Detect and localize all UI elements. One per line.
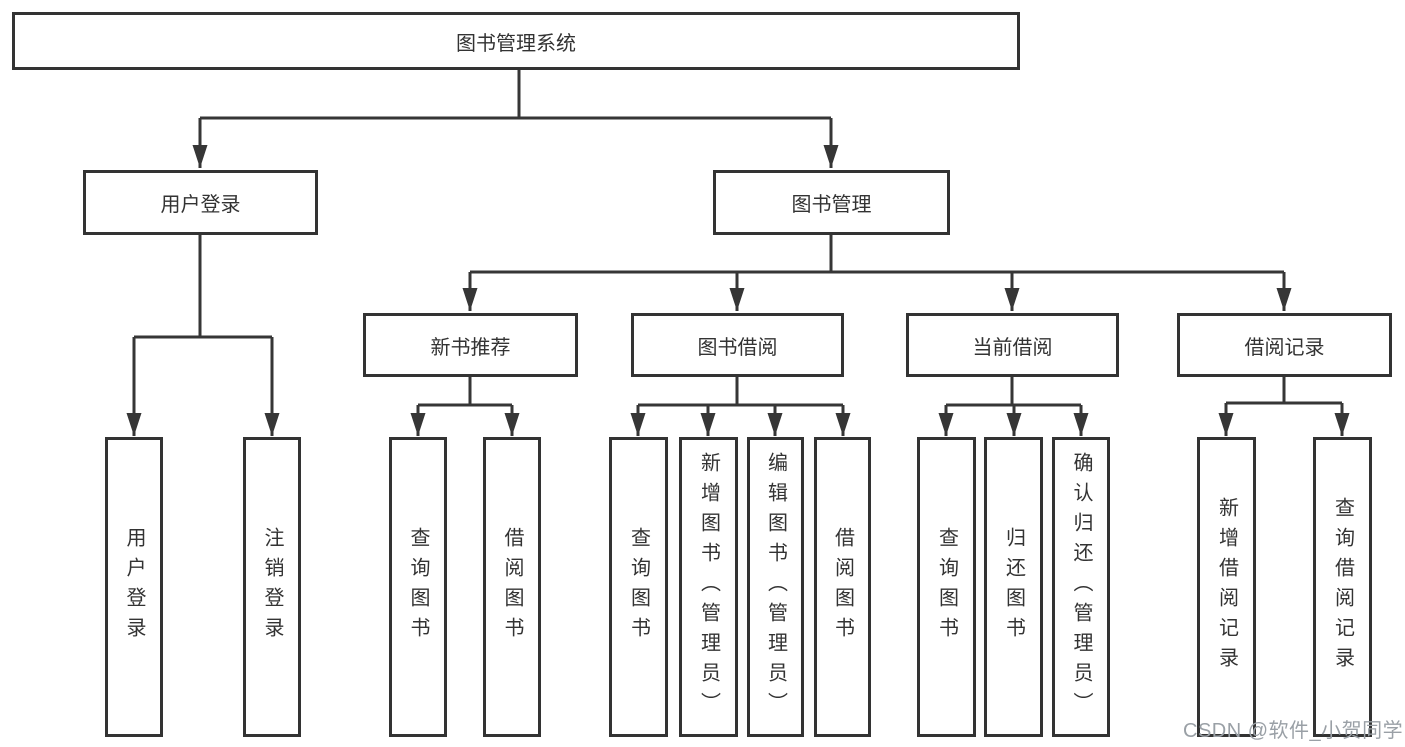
node-label: 新增借阅记录 — [1215, 497, 1238, 677]
node-book-borrow: 图书借阅 — [631, 313, 844, 377]
node-label: 注销登录 — [261, 527, 283, 647]
node-label: 当前借阅 — [972, 336, 1053, 359]
node-label: 查询图书 — [407, 527, 429, 647]
node-label: 归还图书 — [1002, 527, 1025, 647]
node-root-library-system: 图书管理系统 — [12, 12, 1020, 70]
leaf-logout: 注销登录 — [243, 437, 301, 737]
leaf-user-login: 用户登录 — [105, 437, 163, 737]
leaf-edit-books-admin: 编辑图书（管理员） — [747, 437, 804, 737]
node-label: 用户登录 — [123, 527, 145, 647]
leaf-add-books-admin: 新增图书（管理员） — [679, 437, 738, 737]
leaf-borrow-books-recommend: 借阅图书 — [483, 437, 541, 737]
leaf-confirm-return-admin: 确认归还（管理员） — [1052, 437, 1110, 737]
node-label: 新书推荐 — [430, 336, 511, 359]
node-label: 借阅图书 — [501, 527, 523, 647]
leaf-query-books-current: 查询图书 — [917, 437, 976, 737]
node-label: 图书管理系统 — [456, 32, 576, 55]
node-label: 用户登录 — [160, 194, 241, 216]
leaf-add-borrow-record: 新增借阅记录 — [1197, 437, 1256, 737]
node-current-borrow: 当前借阅 — [906, 313, 1119, 377]
csdn-watermark: CSDN @软件_小贺同学 — [1183, 720, 1404, 742]
leaf-query-books-recommend: 查询图书 — [389, 437, 447, 737]
node-label: 新增图书（管理员） — [697, 452, 720, 722]
node-borrow-record: 借阅记录 — [1177, 313, 1392, 377]
node-label: 借阅记录 — [1244, 336, 1325, 359]
node-label: 查询图书 — [935, 527, 958, 647]
leaf-query-borrow-record: 查询借阅记录 — [1313, 437, 1372, 737]
node-label: 查询图书 — [627, 527, 650, 647]
node-label: 查询借阅记录 — [1331, 497, 1354, 677]
leaf-query-books-borrow: 查询图书 — [609, 437, 668, 737]
node-label: 图书管理 — [791, 194, 872, 216]
node-label: 确认归还（管理员） — [1070, 452, 1092, 722]
node-user-login: 用户登录 — [83, 170, 318, 235]
node-new-book-recommend: 新书推荐 — [363, 313, 578, 377]
node-label: 编辑图书（管理员） — [764, 452, 787, 722]
leaf-borrow-books: 借阅图书 — [814, 437, 871, 737]
node-label: 图书借阅 — [697, 336, 778, 359]
node-label: 借阅图书 — [831, 527, 854, 647]
leaf-return-books: 归还图书 — [984, 437, 1043, 737]
node-book-management: 图书管理 — [713, 170, 950, 235]
